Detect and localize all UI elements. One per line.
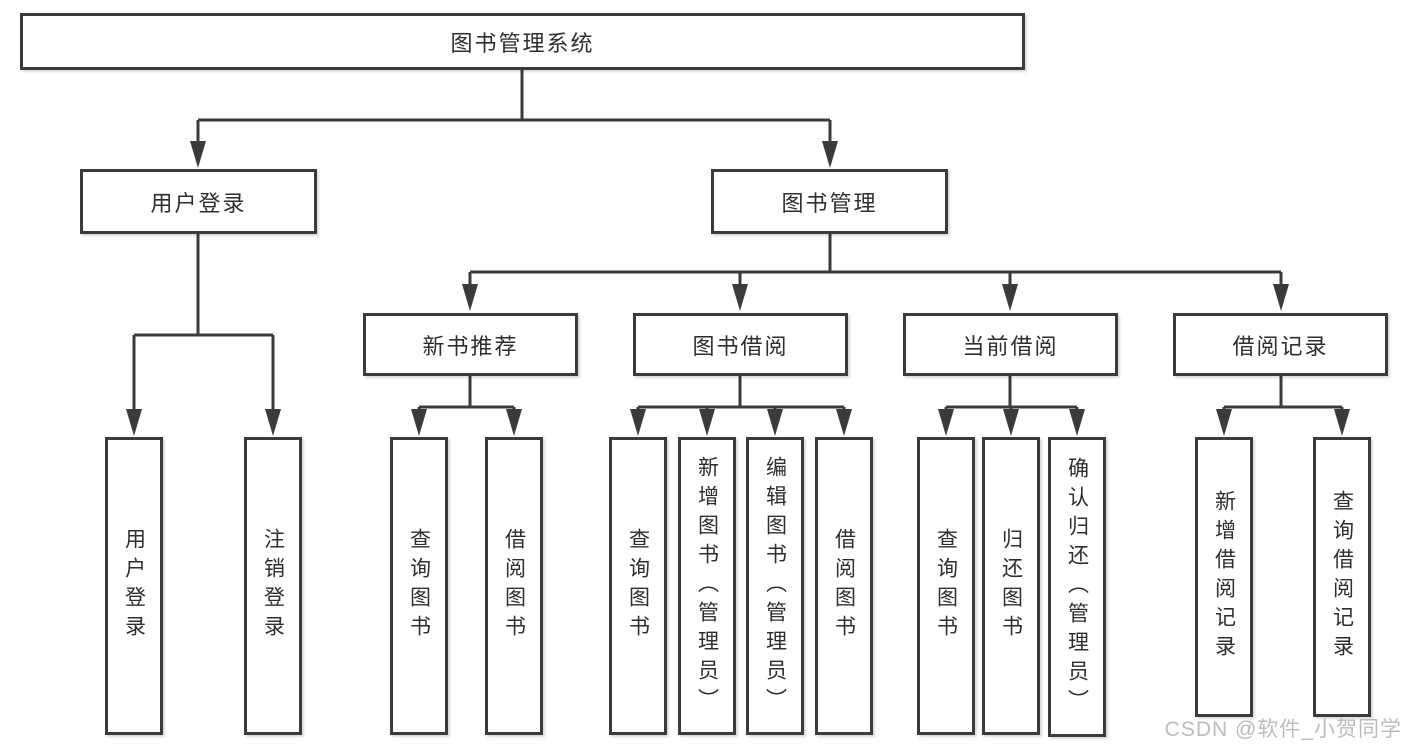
node-library-system-label: 图书管理系统	[450, 30, 595, 56]
node-current-borrowing: 当前借阅	[903, 313, 1118, 376]
leaf-add-books-admin: 新增图书（管理员）	[678, 437, 736, 735]
leaf-query-books-current-label: 查询图书	[934, 528, 958, 644]
leaf-query-books-borrowing-label: 查询图书	[626, 528, 650, 644]
node-library-system: 图书管理系统	[20, 13, 1025, 70]
leaf-return-books: 归还图书	[982, 437, 1040, 735]
arrowhead-icons	[126, 141, 1350, 436]
leaf-logout-login-label: 注销登录	[261, 528, 285, 644]
node-book-borrowing-label: 图书借阅	[692, 333, 789, 359]
leaf-borrow-books-borrowing: 借阅图书	[815, 437, 873, 735]
leaf-edit-books-admin: 编辑图书（管理员）	[746, 437, 804, 735]
node-borrowing-records-label: 借阅记录	[1232, 333, 1329, 359]
leaf-user-login-label: 用户登录	[122, 528, 146, 644]
node-new-book-recommendation: 新书推荐	[363, 313, 578, 376]
leaf-edit-books-admin-label: 编辑图书（管理员）	[763, 455, 787, 717]
leaf-borrow-books-borrowing-label: 借阅图书	[832, 528, 856, 644]
leaf-add-borrow-record: 新增借阅记录	[1195, 437, 1253, 717]
node-book-management: 图书管理	[711, 169, 948, 234]
node-book-management-label: 图书管理	[781, 190, 878, 216]
leaf-borrow-books-recommend-label: 借阅图书	[502, 528, 526, 644]
leaf-add-borrow-record-label: 新增借阅记录	[1212, 490, 1236, 664]
leaf-confirm-return-admin: 确认归还（管理员）	[1048, 437, 1106, 737]
leaf-user-login: 用户登录	[105, 437, 163, 735]
leaf-add-books-admin-label: 新增图书（管理员）	[695, 455, 719, 717]
node-book-borrowing: 图书借阅	[633, 313, 848, 376]
leaf-query-borrow-record: 查询借阅记录	[1313, 437, 1371, 717]
watermark-text: CSDN @软件_小贺同学	[1164, 718, 1402, 741]
leaf-query-books-current: 查询图书	[917, 437, 975, 735]
node-user-login: 用户登录	[80, 169, 317, 234]
leaf-return-books-label: 归还图书	[999, 528, 1023, 644]
leaf-query-books-borrowing: 查询图书	[609, 437, 667, 735]
leaf-logout-login: 注销登录	[244, 437, 302, 735]
node-user-login-label: 用户登录	[150, 190, 247, 216]
node-current-borrowing-label: 当前借阅	[962, 333, 1059, 359]
leaf-query-books-recommend: 查询图书	[390, 437, 448, 735]
leaf-query-books-recommend-label: 查询图书	[407, 528, 431, 644]
leaf-query-borrow-record-label: 查询借阅记录	[1330, 490, 1354, 664]
leaf-borrow-books-recommend: 借阅图书	[485, 437, 543, 735]
leaf-confirm-return-admin-label: 确认归还（管理员）	[1065, 456, 1089, 718]
node-new-book-recommendation-label: 新书推荐	[422, 333, 519, 359]
node-borrowing-records: 借阅记录	[1173, 313, 1388, 376]
